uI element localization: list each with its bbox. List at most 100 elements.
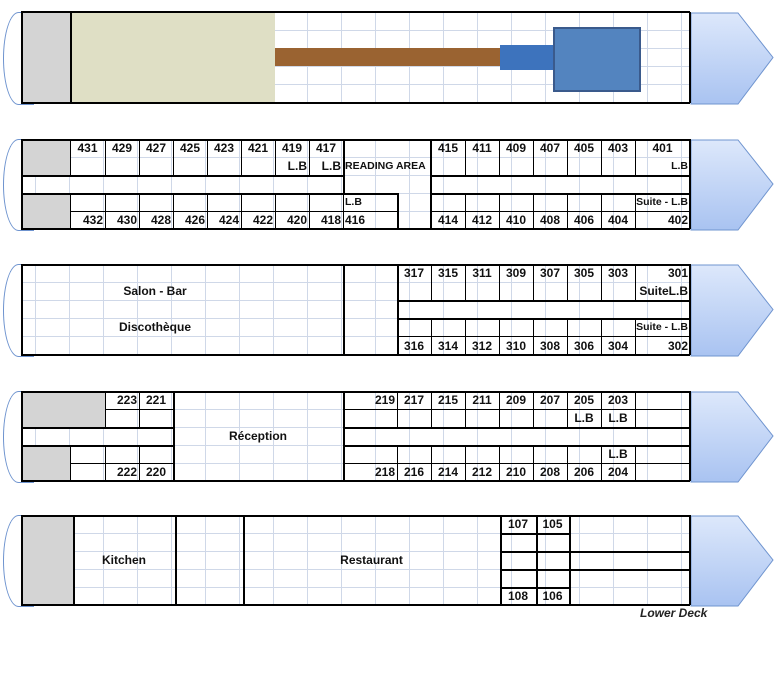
divider <box>343 139 344 175</box>
room-209: 209 <box>505 393 527 407</box>
divider <box>430 139 432 229</box>
divider <box>70 193 71 229</box>
room-106: 106 <box>542 589 563 603</box>
room-208: 208 <box>539 465 561 479</box>
room-215: 215 <box>437 393 459 407</box>
divider <box>601 318 602 355</box>
divider <box>536 515 538 605</box>
room-306: 306 <box>573 338 595 353</box>
divider <box>567 445 568 481</box>
divider <box>21 515 690 517</box>
room-425: 425 <box>179 141 201 155</box>
room-423: 423 <box>213 141 235 155</box>
divider <box>601 391 602 427</box>
divider <box>21 139 690 141</box>
divider <box>431 391 432 427</box>
divider <box>21 228 690 230</box>
divider <box>397 318 690 320</box>
divider <box>533 318 534 355</box>
divider <box>105 193 106 229</box>
deck <box>21 264 690 355</box>
room-302: 302 <box>667 338 688 353</box>
room-211: 211 <box>472 393 492 407</box>
divider <box>275 139 276 175</box>
divider <box>21 11 690 13</box>
suite-label: SuiteL.B <box>639 284 688 298</box>
room-314: 314 <box>437 338 459 353</box>
divider <box>343 193 344 229</box>
bow-arrow <box>690 515 774 607</box>
room-412: 412 <box>471 213 493 227</box>
room-428: 428 <box>150 213 171 227</box>
room-218: 218 <box>374 465 395 479</box>
pool-channel <box>275 48 500 66</box>
lb-label: L.B <box>574 411 594 425</box>
suite-label: Suite - L.B <box>636 196 688 208</box>
lb-label: L.B <box>287 159 307 173</box>
room-410: 410 <box>505 213 527 227</box>
room-408: 408 <box>539 213 561 227</box>
lb-label: L.B <box>608 447 628 461</box>
room-407: 407 <box>539 141 561 155</box>
divider <box>465 318 466 355</box>
divider <box>465 264 466 300</box>
divider <box>21 445 173 447</box>
divider <box>500 533 569 535</box>
divider <box>21 354 690 356</box>
divider <box>635 445 636 481</box>
stair-block <box>21 515 73 605</box>
divider <box>635 391 636 427</box>
room-105: 105 <box>542 517 563 531</box>
divider <box>500 551 690 553</box>
divider <box>309 139 310 175</box>
divider <box>139 193 140 229</box>
divider <box>689 139 691 229</box>
divider <box>689 12 691 103</box>
room-214: 214 <box>437 465 459 479</box>
room-308: 308 <box>539 338 561 353</box>
lb-label: L.B <box>671 160 688 172</box>
divider <box>21 12 23 103</box>
divider <box>465 193 466 229</box>
divider <box>397 264 399 355</box>
divider <box>500 569 690 571</box>
room-406: 406 <box>573 213 595 227</box>
room-431: 431 <box>77 141 98 155</box>
room-403: 403 <box>607 141 629 155</box>
divider <box>499 193 500 229</box>
room-304: 304 <box>607 338 629 353</box>
room-411: 411 <box>472 141 492 155</box>
divider <box>431 193 690 195</box>
room-210: 210 <box>505 465 527 479</box>
divider <box>689 264 691 355</box>
room-421: 421 <box>247 141 269 155</box>
room-221: 221 <box>145 393 167 407</box>
stair-block <box>21 391 105 427</box>
divider <box>499 318 500 355</box>
stern-outline <box>3 139 34 231</box>
divider <box>567 318 568 355</box>
room-402: 402 <box>667 213 688 227</box>
stern-outline <box>3 391 34 483</box>
divider <box>139 445 140 481</box>
divider <box>567 391 568 427</box>
divider <box>21 391 23 481</box>
room-417: 417 <box>315 141 337 155</box>
deck <box>21 139 690 229</box>
divider <box>241 193 242 229</box>
room-415: 415 <box>437 141 459 155</box>
room-311: 311 <box>472 266 492 280</box>
room-220: 220 <box>145 465 167 479</box>
reception-label: Réception <box>228 429 287 443</box>
divider <box>635 264 636 300</box>
divider <box>635 139 636 175</box>
room-216: 216 <box>403 465 425 479</box>
room-301: 301 <box>667 266 688 280</box>
room-203: 203 <box>607 393 629 407</box>
divider <box>601 193 602 229</box>
divider <box>343 463 690 464</box>
sun-area <box>70 12 275 103</box>
room-414: 414 <box>437 213 459 227</box>
divider <box>21 264 690 266</box>
divider <box>21 427 173 429</box>
